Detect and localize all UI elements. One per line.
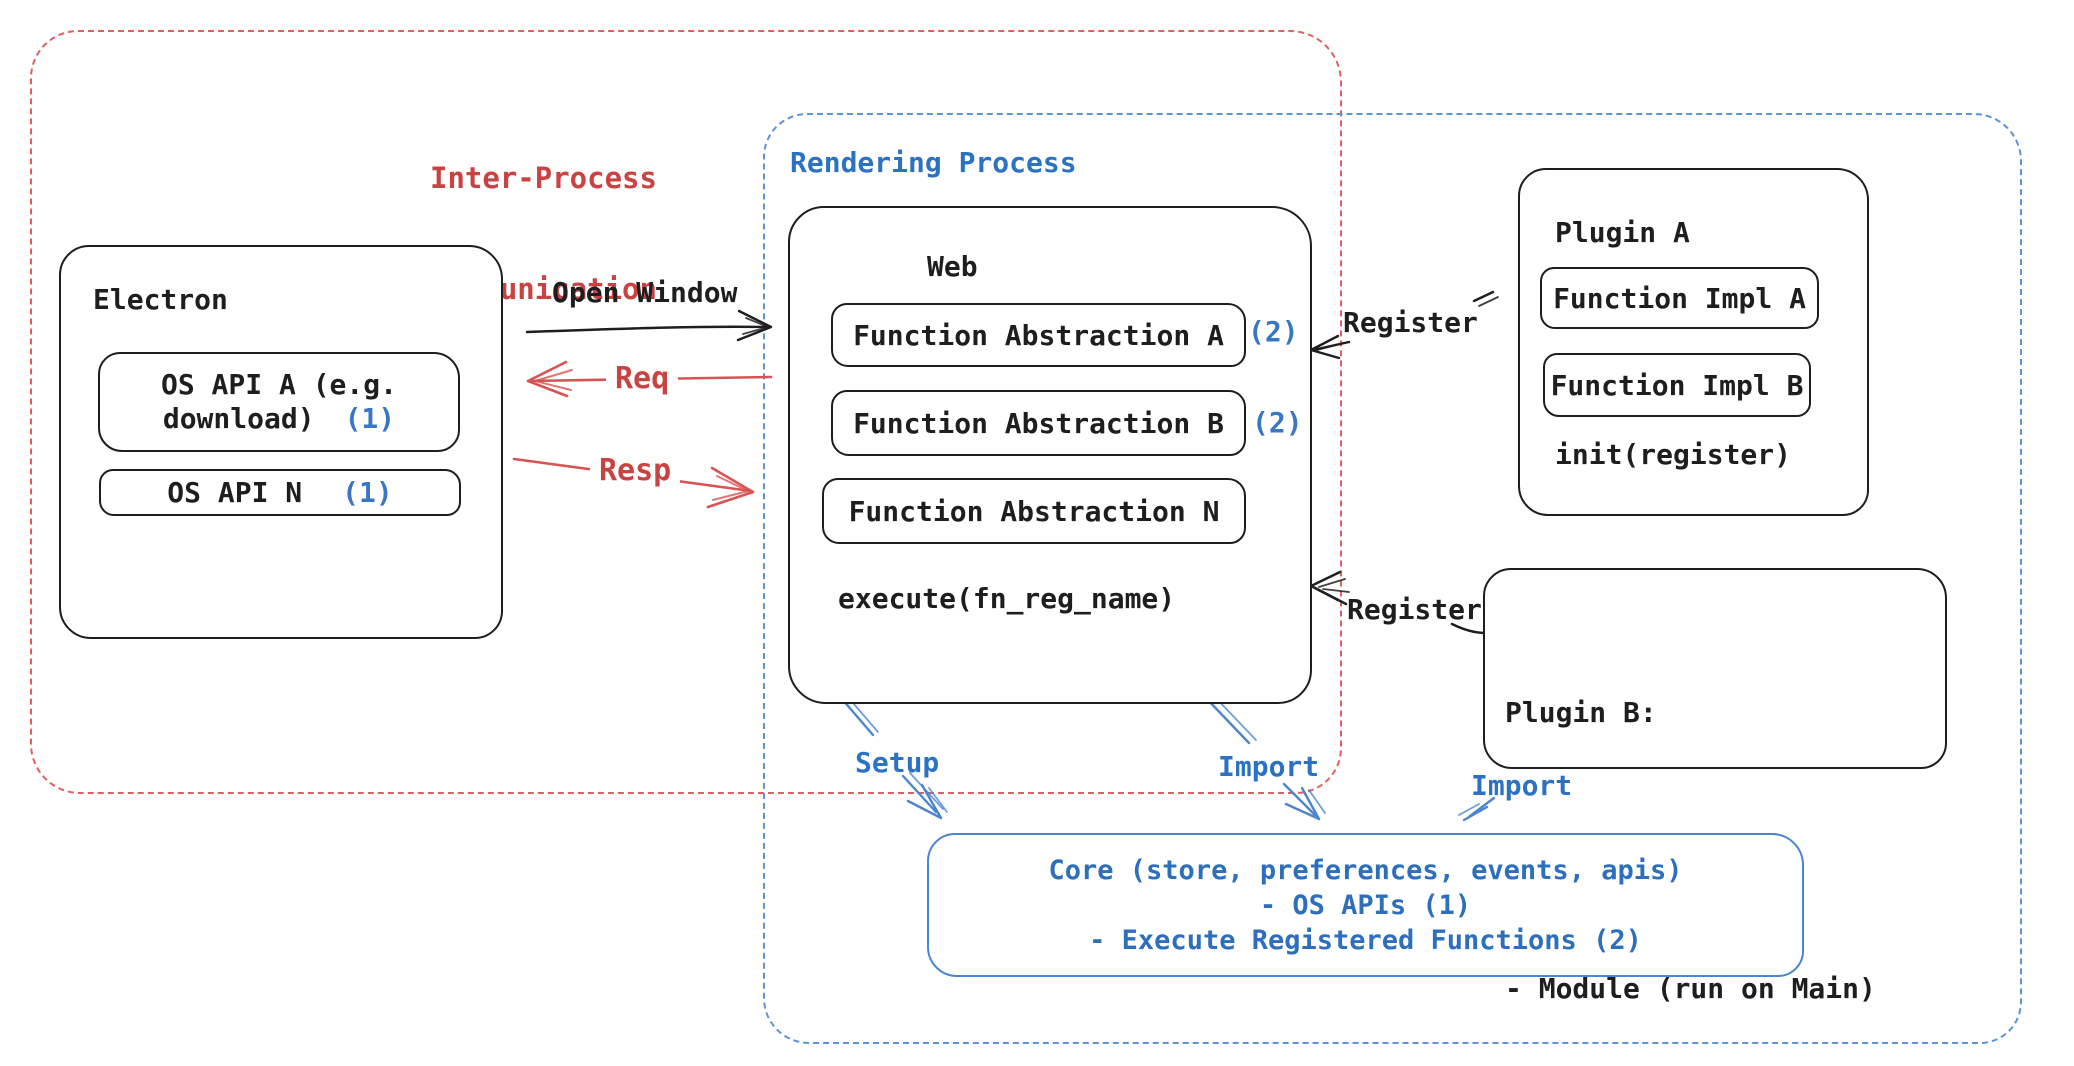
execute-call-label: execute(fn_reg_name) (838, 582, 1176, 615)
function-impl-a-label: Function Impl A (1553, 281, 1806, 315)
electron-title: Electron (93, 283, 228, 316)
os-api-n-box: OS API N (1) (99, 469, 461, 516)
core-line1: Core (store, preferences, events, apis) (1048, 854, 1683, 886)
function-impl-b-label: Function Impl B (1550, 368, 1804, 402)
req-label: Req (606, 363, 679, 395)
function-abstraction-b-box: Function Abstraction B (831, 390, 1246, 456)
import-web-label: Import (1218, 750, 1320, 783)
core-line2: - OS APIs (1) (1259, 889, 1472, 921)
plugin-b-node (1483, 568, 1947, 769)
function-abstraction-b-badge: (2) (1252, 406, 1303, 439)
ipc-region-boundary (30, 30, 1342, 794)
function-impl-a-box: Function Impl A (1540, 267, 1819, 329)
resp-label: Resp (590, 455, 681, 487)
open-window-label: Open Window (552, 276, 738, 309)
function-abstraction-a-box: Function Abstraction A (831, 303, 1246, 367)
setup-label: Setup (855, 746, 940, 779)
plugin-a-node (1518, 168, 1869, 516)
function-abstraction-a-badge: (2) (1248, 315, 1299, 348)
ipc-label-line1: Inter-Process (430, 161, 657, 195)
plugin-a-title: Plugin A (1555, 216, 1690, 249)
function-abstraction-b-label: Function Abstraction B (853, 406, 1224, 440)
os-api-n-label: OS API N (167, 476, 303, 509)
import-plugin-b-label: Import (1471, 769, 1573, 802)
function-impl-b-box: Function Impl B (1543, 353, 1811, 417)
register-bottom-label: Register (1347, 593, 1482, 626)
os-api-a-line1: OS API A (e.g. (160, 368, 397, 401)
function-abstraction-n-box: Function Abstraction N (822, 478, 1246, 544)
register-top-label: Register (1343, 306, 1478, 339)
rendering-region-label: Rendering Process (790, 146, 1077, 179)
os-api-a-box: OS API A (e.g. download) (1) (98, 352, 460, 452)
init-register-label: init(register) (1555, 438, 1792, 471)
os-api-a-line2: download) (162, 402, 315, 435)
function-abstraction-a-label: Function Abstraction A (853, 318, 1224, 352)
plugin-b-line3: - Module (run on Main) (1505, 972, 1876, 1005)
function-abstraction-n-label: Function Abstraction N (848, 494, 1220, 528)
rendering-region-boundary (763, 113, 2022, 1044)
plugin-b-line1: Plugin B: (1505, 696, 1657, 729)
core-node: Core (store, preferences, events, apis) … (927, 833, 1804, 977)
plugin-b-text: Plugin B: - Function Impl A - Module (ru… (1505, 598, 1876, 1066)
os-api-n-badge: (1) (342, 476, 393, 509)
web-title: Web (927, 250, 978, 283)
os-api-a-badge: (1) (344, 402, 396, 435)
core-line3: - Execute Registered Functions (2) (1089, 924, 1642, 956)
